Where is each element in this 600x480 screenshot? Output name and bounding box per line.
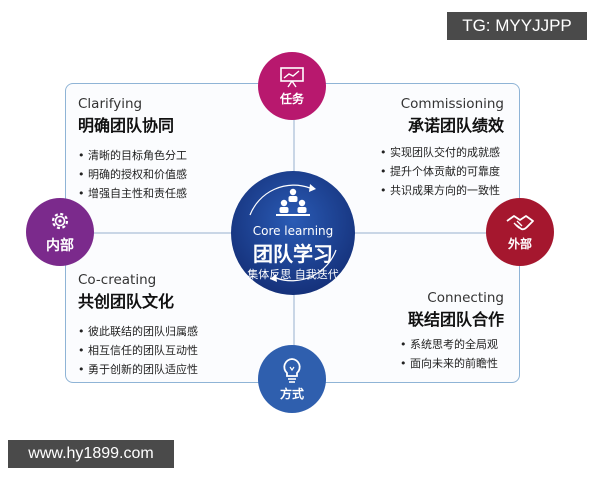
horizontal-divider-right <box>352 232 519 234</box>
list-item: 明确的授权和价值感 <box>78 165 187 184</box>
list-item: 增强自主性和责任感 <box>78 184 187 203</box>
bullet-list: 彼此联结的团队归属感 相互信任的团队互动性 勇于创新的团队适应性 <box>78 322 198 379</box>
list-item: 彼此联结的团队归属感 <box>78 322 198 341</box>
hub-method: 方式 <box>258 345 326 413</box>
list-item: 相互信任的团队互动性 <box>78 341 198 360</box>
vertical-divider-bottom <box>293 290 295 352</box>
watermark-site: www.hy1899.com <box>8 440 174 468</box>
bullet-list: 清晰的目标角色分工 明确的授权和价值感 增强自主性和责任感 <box>78 146 187 203</box>
bullet-list: 系统思考的全局观 面向未来的前瞻性 <box>400 335 498 373</box>
lightbulb-icon <box>283 357 301 383</box>
list-item: 面向未来的前瞻性 <box>400 354 498 373</box>
quadrant-title-en: Clarifying <box>78 96 143 112</box>
center-text-zh: 团队学习 <box>253 242 333 266</box>
watermark-tg: TG: MYYJJPP <box>447 12 587 40</box>
hub-label: 外部 <box>507 236 532 251</box>
hub-external: 外部 <box>486 198 554 266</box>
quadrant-co-creating: Co-creating 共创团队文化 彼此联结的团队归属感 相互信任的团队互动性… <box>78 272 198 379</box>
vertical-divider-top <box>293 100 295 176</box>
center-text-en: Core learning <box>252 224 334 238</box>
hub-label: 方式 <box>279 386 304 401</box>
list-item: 共识成果方向的一致性 <box>380 181 500 200</box>
team-icon <box>276 188 310 216</box>
quadrant-title-en: Connecting <box>427 290 504 306</box>
hub-label: 任务 <box>279 91 304 106</box>
gear-icon <box>51 212 69 230</box>
center-circle <box>230 170 356 296</box>
quadrant-title-zh: 共创团队文化 <box>78 292 175 311</box>
list-item: 勇于创新的团队适应性 <box>78 360 198 379</box>
quadrant-title-en: Commissioning <box>400 96 504 112</box>
list-item: 提升个体贡献的可靠度 <box>380 162 500 181</box>
hub-internal: 内部 <box>26 198 94 266</box>
hub-label: 内部 <box>46 238 74 254</box>
quadrant-title-en: Co-creating <box>78 272 157 288</box>
list-item: 清晰的目标角色分工 <box>78 146 187 165</box>
quadrant-commissioning: Commissioning 承诺团队绩效 <box>401 96 504 136</box>
center-circle-graphic <box>231 171 355 295</box>
quadrant-clarifying: Clarifying 明确团队协同 清晰的目标角色分工 明确的授权和价值感 增强… <box>78 96 187 203</box>
presentation-board-icon <box>280 66 304 87</box>
quadrant-title-zh: 明确团队协同 <box>78 116 175 135</box>
center-subtitle: 集体反思 自我迭代 <box>247 268 339 281</box>
bullet-list: 实现团队交付的成就感 提升个体贡献的可靠度 共识成果方向的一致性 <box>380 143 500 200</box>
hub-task: 任务 <box>258 52 326 120</box>
quadrant-title-zh: 承诺团队绩效 <box>407 116 504 135</box>
list-item: 系统思考的全局观 <box>400 335 498 354</box>
horizontal-divider-left <box>66 232 236 234</box>
list-item: 实现团队交付的成就感 <box>380 143 500 162</box>
handshake-icon <box>506 214 534 230</box>
quadrant-connecting: Connecting 联结团队合作 <box>408 290 504 330</box>
quadrant-title-zh: 联结团队合作 <box>407 310 504 329</box>
